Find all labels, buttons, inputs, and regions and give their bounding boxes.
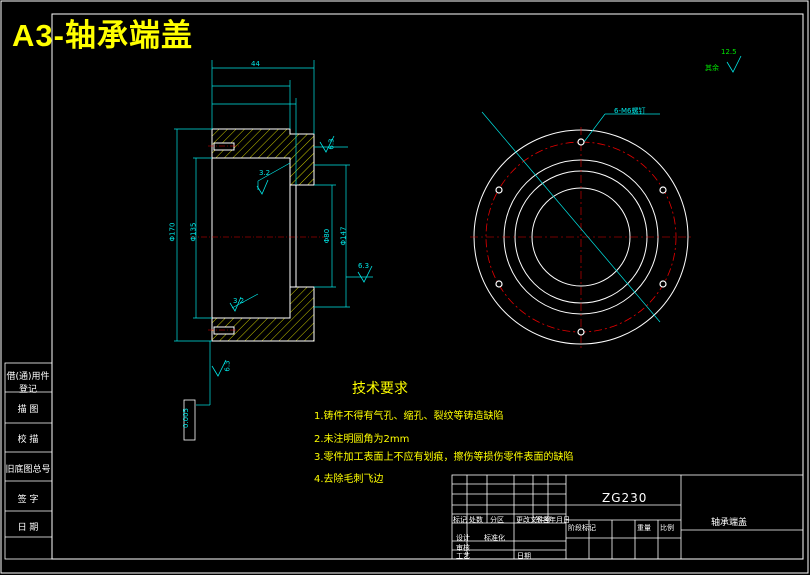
side-label-register: 借(通)用件登记: [6, 372, 50, 395]
roughness-value: 6.3: [358, 262, 370, 270]
dim-d3: Φ80: [323, 228, 332, 244]
tb-cell: 签名: [535, 516, 549, 524]
side-label-tracing: 描 图: [17, 405, 39, 415]
tech-requirement-item: 4.去除毛刺飞边: [314, 474, 384, 485]
fcf-value: 0.005: [182, 407, 191, 429]
dim-overall-length: 44: [251, 60, 260, 68]
material-label: ZG230: [602, 491, 648, 505]
drawing-frame: [51, 13, 804, 560]
tech-requirement-item: 3.零件加工表面上不应有划痕，擦伤等损伤零件表面的缺陷: [314, 452, 574, 463]
part-name: 轴承端盖: [711, 518, 748, 528]
tech-requirements-heading: 技术要求: [352, 381, 408, 397]
tb-cell: 比例: [660, 524, 674, 532]
tb-cell: 分区: [490, 516, 504, 524]
tb-cell: 设计: [456, 534, 470, 542]
roughness-default-note: 其余: [705, 64, 719, 72]
drawing-title: A3-轴承端盖: [12, 18, 193, 53]
roughness-value: 6.3: [327, 138, 336, 150]
tb-cell: 重量: [637, 524, 651, 532]
side-label-date: 日 期: [17, 523, 39, 533]
roughness-value: 3.2: [259, 169, 271, 177]
side-strip: [4, 362, 53, 560]
roughness-default-value: 12.5: [721, 48, 737, 56]
hole-callout: 6-M6螺钉: [614, 107, 646, 115]
tb-cell: 更改文件号: [516, 516, 551, 524]
tech-requirement-item: 1.铸件不得有气孔、缩孔、裂纹等铸造缺陷: [314, 411, 504, 422]
section-view: [174, 55, 742, 441]
roughness-value: 3.2: [233, 297, 245, 305]
tb-cell: 工艺: [456, 552, 470, 560]
front-view: [470, 111, 692, 348]
bolt-holes: [495, 138, 667, 336]
dim-d1: Φ170: [168, 222, 177, 242]
side-label-check: 校 描: [17, 435, 39, 445]
side-label-old-number: 旧底图总号: [5, 465, 51, 475]
side-label-signature: 签 字: [17, 495, 39, 505]
tb-cell: 日期: [517, 552, 531, 560]
tb-cell: 标准化: [484, 534, 505, 542]
tb-cell: 标记: [453, 516, 467, 524]
tb-cell: 处数: [469, 516, 483, 524]
title-block: [451, 474, 804, 560]
roughness-value: 6.3: [223, 360, 232, 372]
tb-cell: 阶段标记: [568, 524, 596, 532]
dim-d2: Φ135: [189, 222, 198, 242]
tb-cell: 年月日: [549, 516, 570, 524]
tb-cell: 审核: [456, 544, 470, 552]
dim-d4: Φ147: [339, 226, 348, 246]
feature-control-frame: [183, 399, 196, 441]
tech-requirement-item: 2.未注明圆角为2mm: [314, 434, 410, 445]
